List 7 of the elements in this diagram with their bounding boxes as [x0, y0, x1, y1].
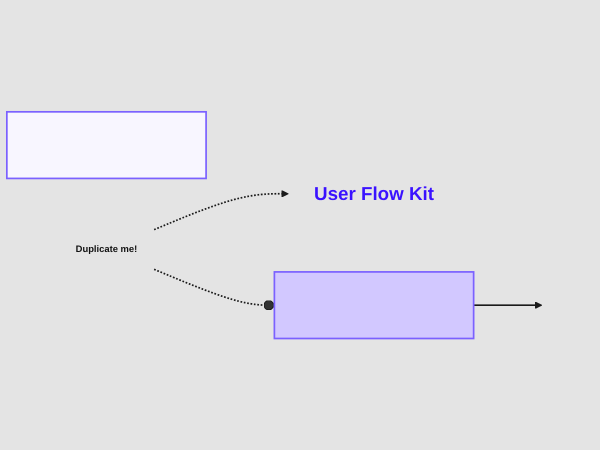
arrow: [474, 301, 542, 309]
node-text: Duplicate me!: [76, 244, 138, 254]
connector: [154, 268, 274, 310]
arrow: [154, 190, 289, 230]
node-text: User Flow Kit: [314, 182, 434, 204]
node-box: [274, 270, 474, 340]
node-box: [6, 110, 207, 180]
